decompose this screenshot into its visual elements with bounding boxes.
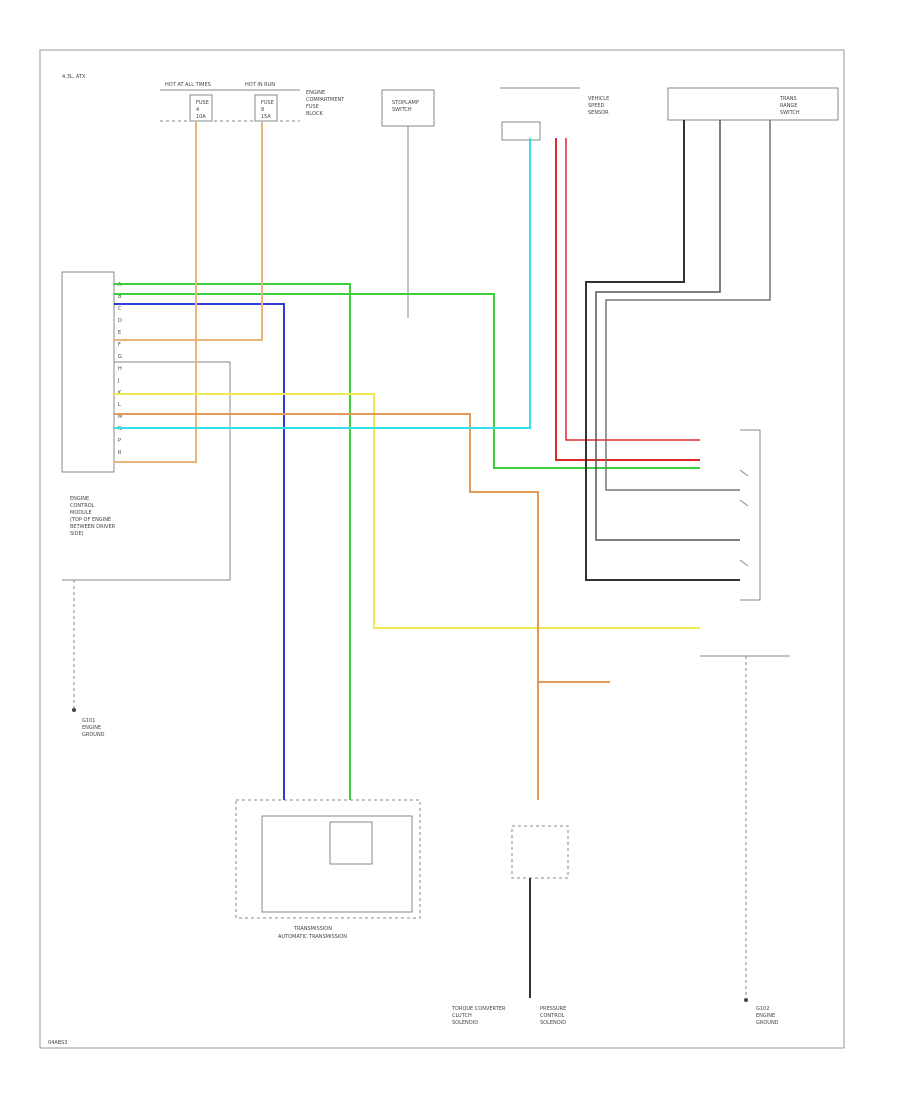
pcm-pin-m: M [118, 414, 122, 420]
vss-label-3: SENSOR [588, 110, 609, 116]
footer-code: 04ABS3 [48, 1040, 67, 1046]
stoplamp-switch: STOPLAMP SWITCH [381, 89, 435, 318]
left-ground: G101 ENGINE GROUND [72, 580, 105, 738]
trs-label-3: SWITCH [780, 110, 800, 116]
panel-line-1: ENGINE [306, 90, 325, 96]
right-ground: G102 ENGINE GROUND [700, 655, 790, 1026]
wire-tan-2 [114, 122, 263, 341]
diagram-title: 4.3L, ATX [62, 74, 86, 80]
pcm-pin-g: G [118, 354, 122, 360]
vss-label-2: SPEED [588, 103, 605, 109]
wire-yellow [114, 393, 700, 629]
center-left-l3: SOLENOID [452, 1020, 478, 1026]
wire-red [555, 138, 700, 461]
right-ground-l1: G102 [756, 1006, 769, 1012]
pcm-pin-l: L [118, 402, 121, 408]
fuse-4 [189, 94, 213, 122]
wire-green-2 [114, 293, 700, 469]
wire-tan-1 [114, 122, 197, 463]
left-ground-l2: ENGINE [82, 725, 101, 731]
center-left-l1: TORQUE CONVERTER [451, 1006, 506, 1012]
wire-black-1 [585, 120, 740, 581]
fuse-left-l1: FUSE [196, 100, 209, 106]
trs-label-1: TRANS [779, 96, 797, 102]
pcm-pin-j: J [117, 378, 119, 384]
wire-green-1 [114, 283, 351, 800]
fuse-left-l2: 4 [196, 107, 199, 113]
fuse-right-l2: 8 [261, 107, 264, 113]
panel-line-2: COMPARTMENT [306, 97, 345, 103]
center-right-l2: CONTROL [540, 1013, 565, 1019]
shift-box-caption: AUTOMATIC TRANSMISSION [278, 934, 347, 940]
hot-right-label: HOT IN RUN [245, 82, 275, 88]
vehicle-speed-sensor: VEHICLE SPEED SENSOR [500, 87, 609, 141]
pcm-line-5: BETWEEN DRIVER [70, 524, 116, 530]
right-ground-l3: GROUND [756, 1020, 779, 1026]
center-right-l3: SOLENOID [540, 1020, 566, 1026]
fuse-8 [254, 94, 278, 122]
fuse-right-l3: 15A [261, 114, 271, 120]
pcm-line-4: (TOP OF ENGINE [70, 517, 111, 523]
pcm-line-6: SIDE) [70, 531, 84, 537]
pcm-line-2: CONTROL [70, 503, 95, 509]
center-left-l2: CLUTCH [452, 1013, 472, 1019]
pcm-pin-e: E [118, 330, 121, 336]
brake-label-1: STOPLAMP [392, 100, 419, 106]
wire-black-3 [605, 120, 771, 491]
diagram-border [39, 49, 845, 1049]
fuse-panel: HOT AT ALL TIMES HOT IN RUN FUSE 4 10A F… [160, 82, 345, 122]
trans-range-switch: TRANS RANGE SWITCH [667, 87, 839, 121]
pcm-line-1: ENGINE [70, 496, 89, 502]
pcm-pin-h: H [118, 366, 122, 372]
fuse-left-l3: 10A [196, 114, 206, 120]
pcm-pin-c: C [118, 306, 122, 312]
shift-box: TRANSMISSION AUTOMATIC TRANSMISSION [235, 799, 421, 940]
right-ground-l2: ENGINE [756, 1013, 775, 1019]
center-right-l1: PRESSURE [540, 1006, 566, 1012]
panel-line-4: BLOCK [306, 111, 323, 117]
pcm-pin-b: B [118, 294, 122, 300]
wire-cyan [114, 138, 531, 429]
vss-label-1: VEHICLE [588, 96, 609, 102]
shift-solenoid-module [739, 429, 761, 601]
pcm-pin-r: R [118, 450, 122, 456]
pcm-pin-f: F [118, 342, 121, 348]
fuse-right-l1: FUSE [261, 100, 274, 106]
hot-left-label: HOT AT ALL TIMES [165, 82, 211, 88]
left-ground-l1: G101 [82, 718, 95, 724]
pcm-pin-d: D [118, 318, 122, 324]
pcm-pin-p: P [118, 438, 121, 444]
trs-label-2: RANGE [780, 103, 797, 109]
wire-black-2 [595, 120, 740, 541]
panel-line-3: FUSE [306, 104, 319, 110]
center-solenoid: TORQUE CONVERTER CLUTCH SOLENOID PRESSUR… [451, 825, 569, 1026]
brake-label-2: SWITCH [392, 107, 412, 113]
wire-blue [114, 303, 285, 800]
shift-box-title: TRANSMISSION [293, 926, 332, 932]
pcm-line-3: MODULE [70, 510, 92, 516]
wire-orange [114, 413, 610, 800]
left-ground-l3: GROUND [82, 732, 105, 738]
